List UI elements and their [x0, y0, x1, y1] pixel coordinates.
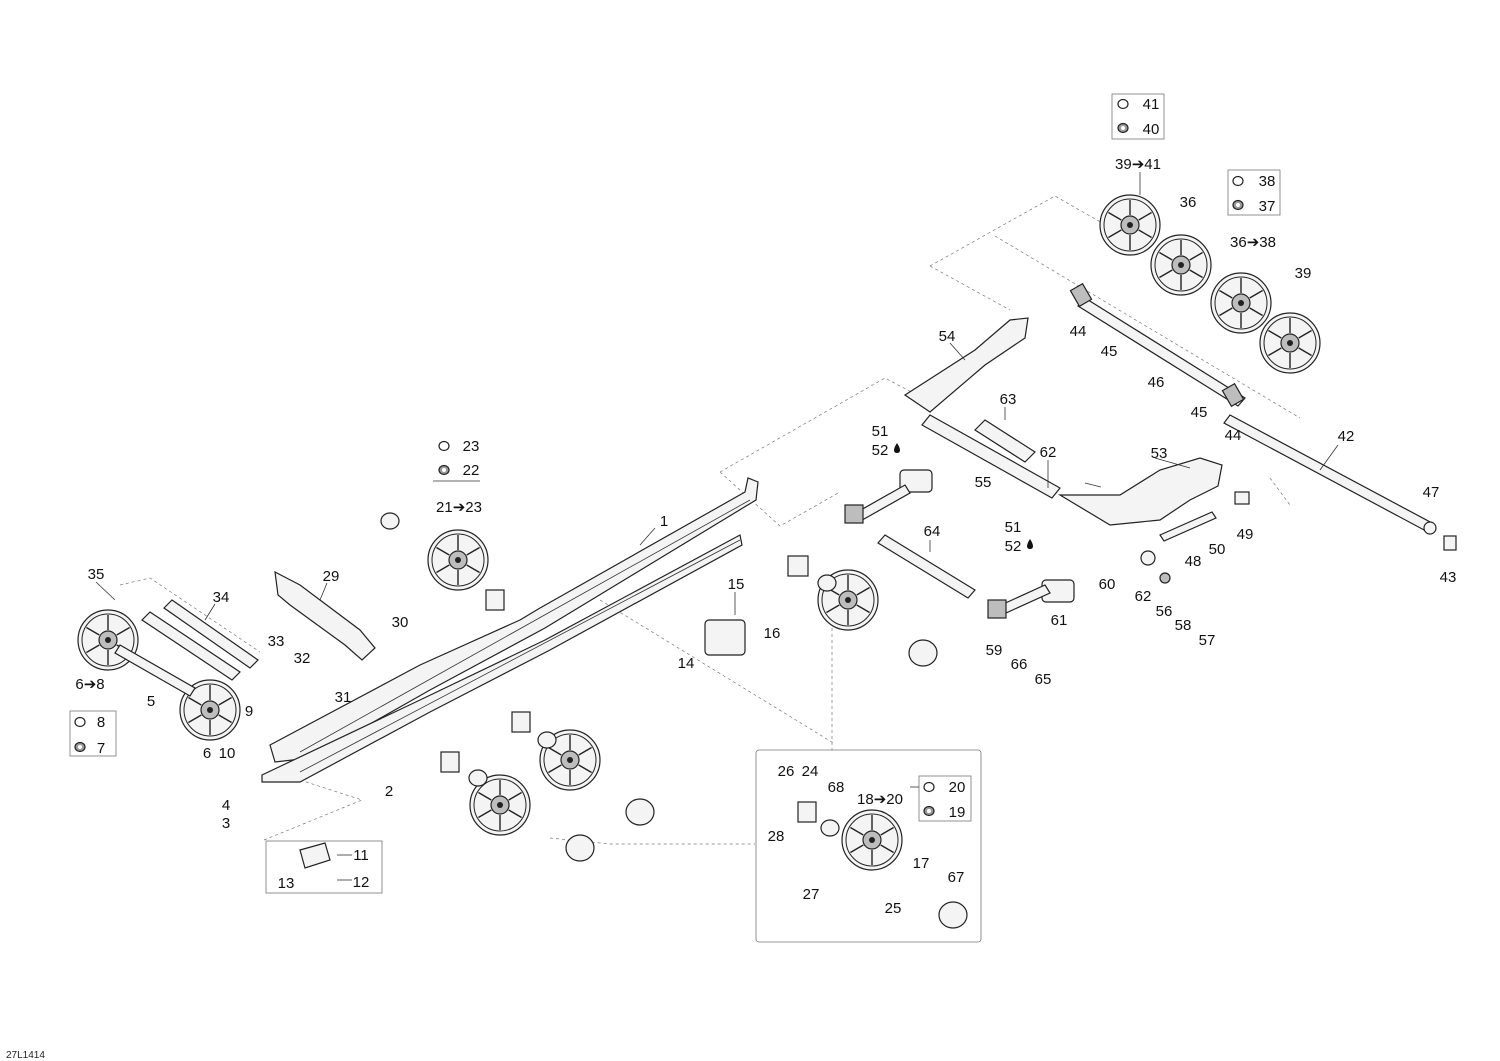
callout-c55: 55	[975, 474, 992, 491]
bearing-icon	[1232, 199, 1244, 211]
callout-c52b: 52	[1005, 538, 1022, 555]
bearing-icon	[438, 464, 450, 476]
callout-c51a: 51	[872, 423, 889, 440]
callout-c20: 20	[949, 779, 966, 796]
callout-c47: 47	[1423, 484, 1440, 501]
grease-drop-icon	[1027, 539, 1033, 549]
callout-labels: 1234566➔8879101112131415161718➔20192021➔…	[75, 96, 1456, 917]
shock-springs	[844, 469, 1250, 619]
callout-c30: 30	[392, 614, 409, 631]
callout-c12: 12	[353, 874, 370, 891]
callout-c65: 65	[1035, 671, 1052, 688]
reference-code: 27L1414	[6, 1050, 45, 1061]
callout-c57: 57	[1199, 632, 1216, 649]
callout-c61: 61	[1051, 612, 1068, 629]
callout-c6to8: 6➔8	[75, 676, 104, 693]
o-ring-icon	[438, 440, 450, 452]
grouping-boxes	[69, 93, 1281, 943]
callout-c53: 53	[1151, 445, 1168, 462]
callout-c63: 63	[1000, 391, 1017, 408]
callout-c58: 58	[1175, 617, 1192, 634]
callout-c19: 19	[949, 804, 966, 821]
callout-c44b: 44	[1225, 427, 1242, 444]
callout-c49: 49	[1237, 526, 1254, 543]
callout-c32: 32	[294, 650, 311, 667]
callout-c36to38: 36➔38	[1230, 234, 1276, 251]
callout-c11: 11	[353, 847, 369, 864]
callout-c48: 48	[1185, 553, 1202, 570]
callout-c16: 16	[764, 625, 781, 642]
callout-c31: 31	[335, 689, 352, 706]
callout-c67: 67	[948, 869, 965, 886]
callout-c36: 36	[1180, 194, 1197, 211]
callout-c35: 35	[88, 566, 105, 583]
bearing-icon	[1117, 122, 1129, 134]
callout-c24: 24	[802, 763, 819, 780]
callout-c17: 17	[913, 855, 930, 872]
callout-c25: 25	[885, 900, 902, 917]
callout-c15: 15	[728, 576, 745, 593]
callout-c10: 10	[219, 745, 236, 762]
o-ring-icon	[74, 716, 86, 728]
callout-c60: 60	[1099, 576, 1116, 593]
callout-c50: 50	[1209, 541, 1226, 558]
callout-c4: 4	[222, 797, 230, 814]
callout-c41: 41	[1143, 96, 1160, 113]
o-ring-icon	[1232, 175, 1244, 187]
callout-c39to41: 39➔41	[1115, 156, 1161, 173]
callout-c27: 27	[803, 886, 820, 903]
o-ring-icon	[1117, 98, 1129, 110]
callout-c5: 5	[147, 693, 155, 710]
callout-c2: 2	[385, 783, 393, 800]
callout-c42: 42	[1338, 428, 1355, 445]
bearing-icon	[923, 805, 935, 817]
callout-c37: 37	[1259, 198, 1276, 215]
callout-c13: 13	[278, 875, 295, 892]
callout-c43: 43	[1440, 569, 1457, 586]
callout-c9: 9	[245, 703, 253, 720]
callout-c21to23: 21➔23	[436, 499, 482, 516]
callout-c28: 28	[768, 828, 785, 845]
callout-c62a: 62	[1040, 444, 1057, 461]
callout-c3: 3	[222, 815, 230, 832]
callout-c1: 1	[660, 513, 668, 530]
callout-c44a: 44	[1070, 323, 1087, 340]
callout-c51b: 51	[1005, 519, 1022, 536]
suspension-arms	[903, 317, 1223, 526]
callout-c38: 38	[1259, 173, 1276, 190]
callout-c46: 46	[1148, 374, 1165, 391]
grease-drop-icon	[894, 443, 900, 453]
rear-axle-assembly	[1069, 282, 1457, 551]
callout-c45a: 45	[1101, 343, 1118, 360]
callout-c33: 33	[268, 633, 285, 650]
callout-c26: 26	[778, 763, 795, 780]
callout-c34: 34	[213, 589, 230, 606]
callout-c40: 40	[1143, 121, 1160, 138]
callout-c39: 39	[1295, 265, 1312, 282]
callout-c29: 29	[323, 568, 340, 585]
frame-rails	[261, 477, 759, 783]
callout-c8: 8	[97, 714, 105, 731]
callout-c54: 54	[939, 328, 956, 345]
callout-c14: 14	[678, 655, 695, 672]
grease-drop-icons	[894, 443, 1033, 549]
callout-c64: 64	[924, 523, 941, 540]
callout-c66: 66	[1011, 656, 1028, 673]
o-ring-icon	[923, 781, 935, 793]
callout-c62b: 62	[1135, 588, 1152, 605]
callout-c7: 7	[97, 740, 105, 757]
callout-c45b: 45	[1191, 404, 1208, 421]
callout-c22: 22	[463, 462, 480, 479]
shafts-and-hardware	[114, 512, 968, 929]
bearing-icon	[74, 741, 86, 753]
callout-c68: 68	[828, 779, 845, 796]
callout-c59: 59	[986, 642, 1003, 659]
callout-c6: 6	[203, 745, 211, 762]
callout-c23: 23	[463, 438, 480, 455]
callout-c52a: 52	[872, 442, 889, 459]
callout-c56: 56	[1156, 603, 1173, 620]
leader-lines	[95, 172, 1339, 881]
callout-c18to20: 18➔20	[857, 791, 903, 808]
